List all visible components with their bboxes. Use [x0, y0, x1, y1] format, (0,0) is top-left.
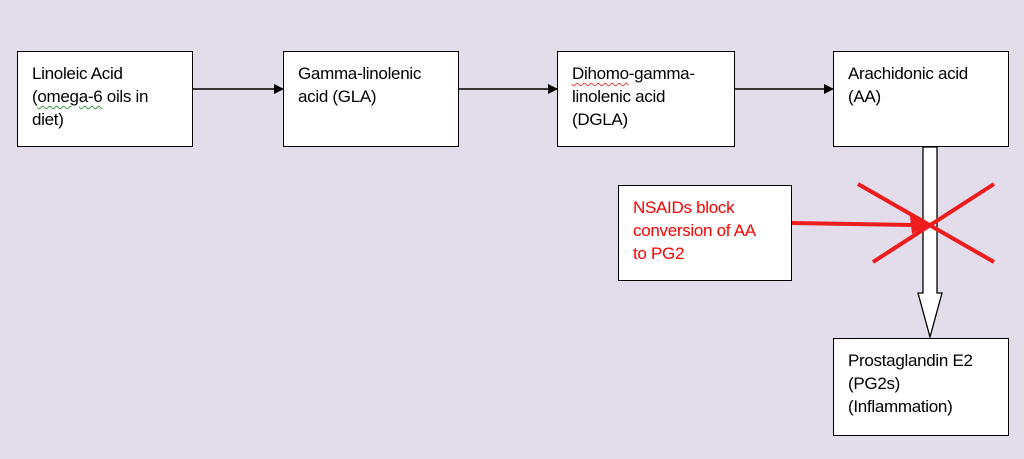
- box-arachidonic-acid: Arachidonic acid (AA): [833, 51, 1009, 147]
- box-linoleic-acid: Linoleic Acid (omega-6 oils in diet): [17, 51, 193, 147]
- box-line: linolenic acid: [572, 87, 666, 106]
- box-line: Dihomo-gamma-: [572, 62, 720, 85]
- box-line: NSAIDs block: [633, 198, 735, 217]
- block-arrow-aa-to-pge2: [917, 146, 943, 340]
- box-line: Prostaglandin E2: [848, 351, 973, 370]
- nsaid-inhibition-arrow: [791, 221, 915, 227]
- box-line: Arachidonic acid: [848, 64, 968, 83]
- block-x-mark-a: [857, 182, 995, 264]
- box-line: Gamma-linolenic: [298, 64, 422, 83]
- misspelled-word: omega-6: [37, 87, 103, 106]
- box-line: Linoleic Acid: [32, 64, 123, 83]
- box-line: (Inflammation): [848, 397, 953, 416]
- box-line: diet): [32, 110, 64, 129]
- box-line-rest: -gamma-: [628, 64, 695, 83]
- box-dihomo-gamma-linolenic-acid: Dihomo-gamma- linolenic acid (DGLA): [557, 51, 735, 147]
- box-line: (AA): [848, 87, 881, 106]
- box-line: to PG2: [633, 244, 685, 263]
- box-line: (PG2s): [848, 374, 901, 393]
- box-line: conversion of AA: [633, 221, 756, 240]
- box-line: (omega-6 oils in: [32, 87, 149, 106]
- nsaid-inhibition-arrowhead: [910, 216, 928, 234]
- box-prostaglandin-e2: Prostaglandin E2 (PG2s) (Inflammation): [833, 338, 1009, 436]
- box-nsaids-block: NSAIDs block conversion of AA to PG2: [618, 185, 792, 281]
- box-gamma-linolenic-acid: Gamma-linolenic acid (GLA): [283, 51, 459, 147]
- box-line: acid (GLA): [298, 87, 377, 106]
- box-line-rest: oils in: [102, 87, 149, 106]
- box-line: (DGLA): [572, 110, 628, 129]
- misspelled-word: Dihomo: [572, 64, 629, 83]
- block-x-mark-b: [871, 182, 996, 264]
